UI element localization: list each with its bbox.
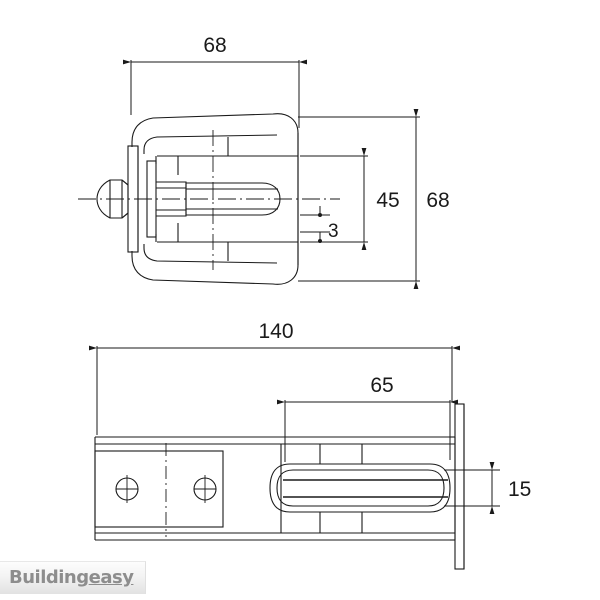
mounting-ear-plate: [94, 450, 224, 528]
roller-slot-inner: [276, 469, 445, 507]
dim-label-45: 45: [376, 189, 399, 212]
dim-label-140: 140: [258, 320, 293, 343]
side-view-geometry: [94, 403, 465, 570]
dimension-labels: 68 45 68 3 140 65 15: [203, 34, 531, 501]
top-view-geometry: [78, 113, 340, 285]
side-view-dimension-lines: [89, 345, 500, 514]
dome-nut: [96, 179, 129, 219]
dome-nut-chamfer-top: [121, 179, 129, 186]
dim-label-68-height: 68: [426, 189, 449, 212]
top-view-dimension-lines: [123, 59, 420, 289]
dim-label-3: 3: [328, 221, 339, 242]
watermark-brand-suffix: easy: [88, 567, 134, 588]
watermark-text: Buildingeasy: [9, 567, 134, 588]
latch-body-inner-top: [143, 134, 278, 154]
dim-label-15: 15: [508, 478, 531, 501]
roller-slot-outer: [269, 463, 451, 513]
dim-label-65: 65: [370, 374, 393, 397]
watermark-brand-prefix: Building: [9, 567, 89, 588]
end-plate: [454, 403, 465, 570]
dim-label-68-width: 68: [203, 34, 226, 57]
latch-body-inner-bottom: [143, 244, 278, 264]
dome-nut-chamfer-bottom: [121, 212, 129, 219]
watermark-badge: Buildingeasy: [0, 561, 146, 594]
